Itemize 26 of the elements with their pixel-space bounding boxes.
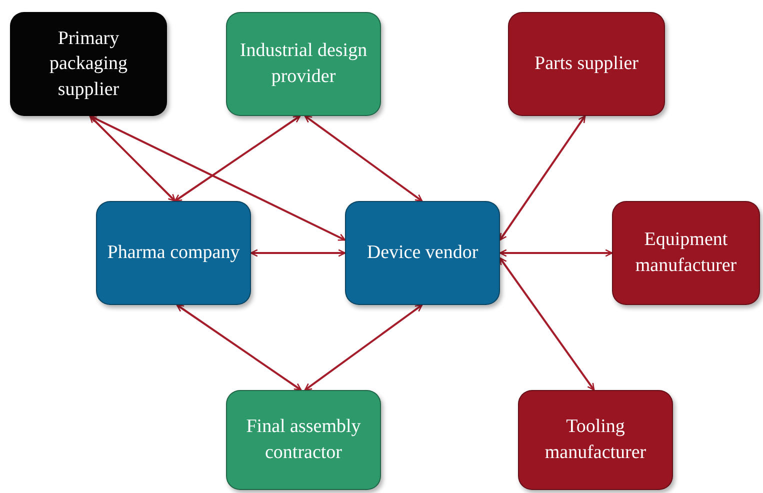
rounded-box <box>345 201 500 305</box>
node-label: Parts supplier <box>534 52 638 76</box>
node-label: Equipment manufacturer <box>634 228 738 278</box>
double-arrow <box>304 115 423 202</box>
node-label: Tooling manufacturer <box>544 415 648 465</box>
rounded-box <box>226 390 381 490</box>
rounded-box <box>226 12 381 116</box>
rounded-box <box>508 12 665 116</box>
double-arrow <box>174 115 301 202</box>
rounded-box <box>96 201 251 305</box>
node-label: Primary packaging supplier <box>48 26 129 102</box>
rounded-box <box>10 12 167 116</box>
rounded-box <box>612 201 760 305</box>
double-arrow <box>499 257 595 391</box>
double-arrow <box>89 115 176 202</box>
double-arrow <box>499 249 613 257</box>
node-label: Final assembly contractor <box>245 415 362 465</box>
node-label: Pharma company <box>107 241 240 266</box>
double-arrow <box>499 115 586 241</box>
node-label: Industrial design provider <box>238 39 368 89</box>
double-arrow <box>304 304 423 391</box>
rounded-box <box>518 390 673 490</box>
double-arrow <box>176 304 302 391</box>
node-label: Device vendor <box>366 241 478 266</box>
double-arrow <box>89 115 346 241</box>
double-arrow <box>250 249 346 257</box>
